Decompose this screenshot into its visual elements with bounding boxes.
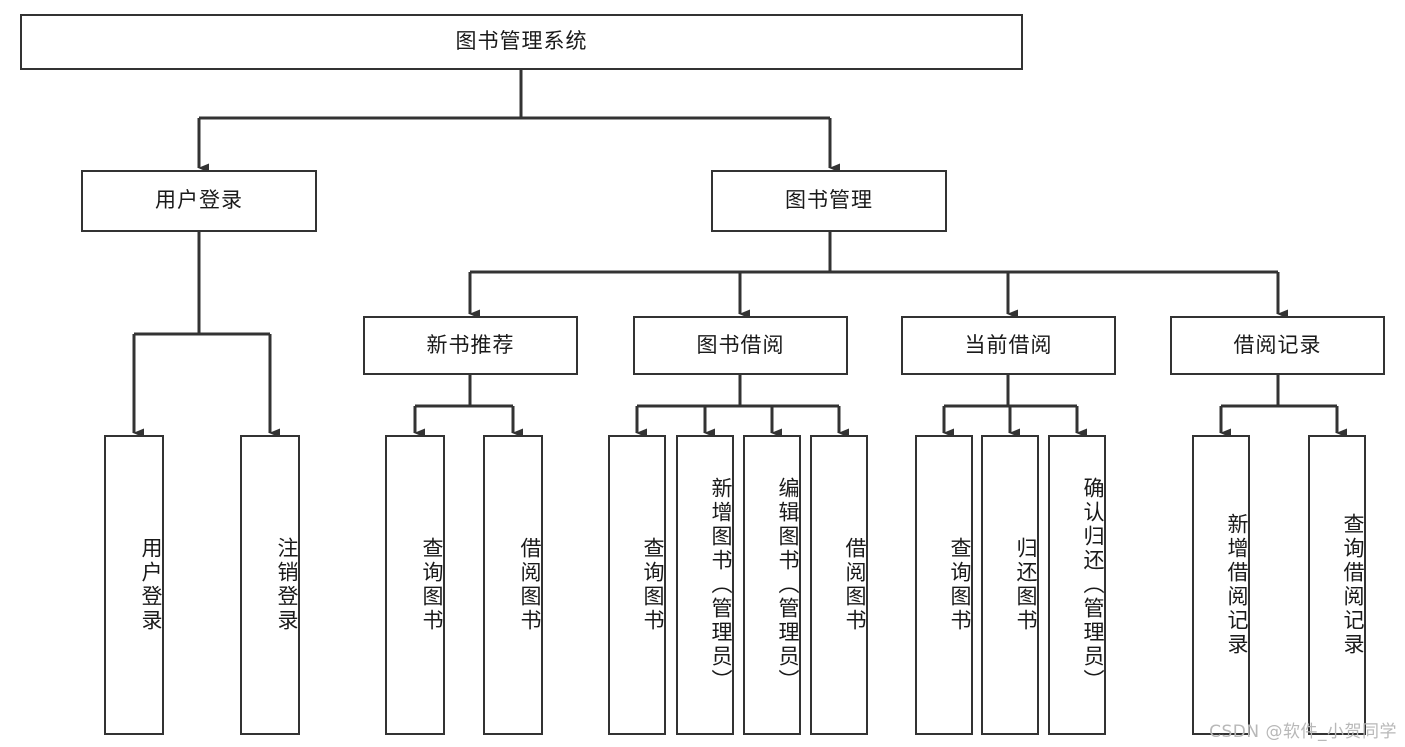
node-leaf-logout[interactable]: 注销登录 (240, 435, 300, 735)
node-leaf-return-book-label: 归还图书 (1014, 537, 1038, 633)
node-leaf-query-book-1[interactable]: 查询图书 (385, 435, 445, 735)
node-leaf-confirm-return-label: 确认归还（管理员） (1081, 477, 1105, 693)
node-book-manage-label: 图书管理 (785, 188, 873, 213)
node-root-label: 图书管理系统 (455, 29, 588, 54)
node-book-borrow[interactable]: 图书借阅 (633, 316, 848, 375)
node-leaf-user-login[interactable]: 用户登录 (104, 435, 164, 735)
node-new-book-recommend[interactable]: 新书推荐 (363, 316, 578, 375)
node-leaf-add-record-label: 新增借阅记录 (1225, 513, 1249, 657)
node-leaf-return-book[interactable]: 归还图书 (981, 435, 1039, 735)
node-leaf-borrow-book-1-label: 借阅图书 (518, 537, 542, 633)
node-leaf-logout-label: 注销登录 (275, 537, 299, 633)
node-borrow-record[interactable]: 借阅记录 (1170, 316, 1385, 375)
node-leaf-confirm-return[interactable]: 确认归还（管理员） (1048, 435, 1106, 735)
node-leaf-borrow-book-2[interactable]: 借阅图书 (810, 435, 868, 735)
node-leaf-edit-book-label: 编辑图书（管理员） (776, 477, 800, 693)
node-new-book-recommend-label: 新书推荐 (426, 332, 515, 357)
node-leaf-add-record[interactable]: 新增借阅记录 (1192, 435, 1250, 735)
node-leaf-edit-book[interactable]: 编辑图书（管理员） (743, 435, 801, 735)
node-current-borrow-label: 当前借阅 (964, 332, 1053, 357)
node-current-borrow[interactable]: 当前借阅 (901, 316, 1116, 375)
node-book-manage[interactable]: 图书管理 (711, 170, 947, 232)
node-leaf-query-book-3[interactable]: 查询图书 (915, 435, 973, 735)
node-root[interactable]: 图书管理系统 (20, 14, 1023, 70)
node-leaf-borrow-book-2-label: 借阅图书 (843, 537, 867, 633)
node-leaf-query-book-1-label: 查询图书 (420, 537, 444, 633)
node-leaf-add-book-label: 新增图书（管理员） (709, 477, 733, 693)
node-user-login-label: 用户登录 (155, 188, 243, 213)
node-leaf-query-record[interactable]: 查询借阅记录 (1308, 435, 1366, 735)
node-leaf-query-book-2[interactable]: 查询图书 (608, 435, 666, 735)
node-leaf-query-record-label: 查询借阅记录 (1341, 513, 1365, 657)
node-user-login[interactable]: 用户登录 (81, 170, 317, 232)
node-leaf-add-book[interactable]: 新增图书（管理员） (676, 435, 734, 735)
node-borrow-record-label: 借阅记录 (1233, 332, 1322, 357)
watermark-text: CSDN @软件_小贺同学 (1209, 722, 1397, 742)
node-leaf-query-book-2-label: 查询图书 (641, 537, 665, 633)
node-leaf-borrow-book-1[interactable]: 借阅图书 (483, 435, 543, 735)
node-leaf-user-login-label: 用户登录 (139, 537, 163, 633)
node-leaf-query-book-3-label: 查询图书 (948, 537, 972, 633)
node-book-borrow-label: 图书借阅 (696, 332, 785, 357)
